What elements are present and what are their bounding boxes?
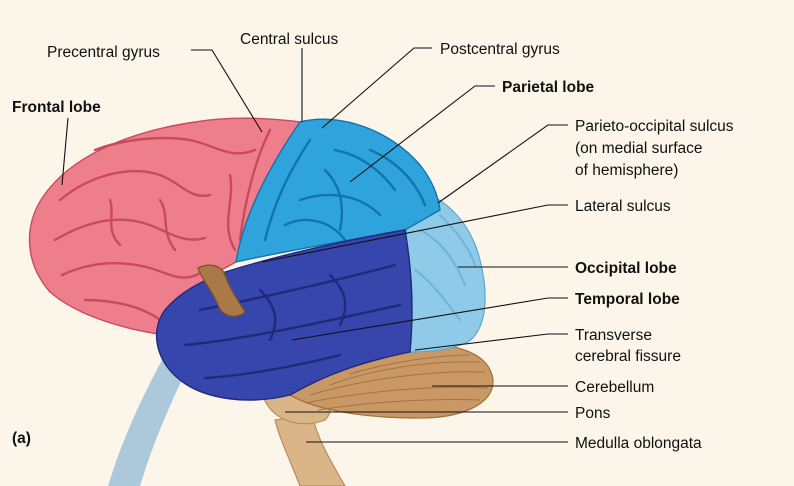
leader-precentral-gyrus [191,49,263,133]
label-transverse-2: cerebral fissure [575,348,681,365]
leader-postcentral-gyrus [321,47,432,129]
panel-label: (a) [12,430,31,447]
leader-parietal-lobe [349,85,495,183]
leader-temporal-lobe [291,297,568,341]
label-postcentral-gyrus: Postcentral gyrus [440,41,560,58]
leader-lines [61,47,568,443]
leader-parieto-occipital [437,124,568,204]
label-parieto-occipital-2: (on medial surface [575,140,703,157]
label-transverse-1: Transverse [575,327,652,344]
label-medulla-oblongata: Medulla oblongata [575,435,702,452]
label-precentral-gyrus: Precentral gyrus [47,44,160,61]
label-parietal-lobe: Parietal lobe [502,79,595,96]
temporal-gyri [183,263,402,380]
leader-transverse-fissure [414,333,568,351]
cerebellum-folia [304,354,489,411]
leader-frontal-lobe [61,117,69,186]
label-central-sulcus: Central sulcus [240,31,338,48]
label-parieto-occipital-1: Parieto-occipital sulcus [575,118,734,135]
insula-stalk [197,264,246,317]
label-pons: Pons [575,405,611,422]
label-cerebellum: Cerebellum [575,379,654,396]
frontal-gyri [53,128,272,322]
label-temporal-lobe: Temporal lobe [575,291,680,308]
label-frontal-lobe: Frontal lobe [12,99,101,116]
parietal-gyri [263,138,427,242]
occipital-gyri [413,213,477,322]
temporal-lobe-shape [155,229,413,401]
label-parieto-occipital-3: of hemisphere) [575,162,678,179]
leader-lateral-sulcus [261,204,568,263]
label-lateral-sulcus: Lateral sulcus [575,198,671,215]
medulla-shape [274,414,346,486]
label-occipital-lobe: Occipital lobe [575,260,677,277]
